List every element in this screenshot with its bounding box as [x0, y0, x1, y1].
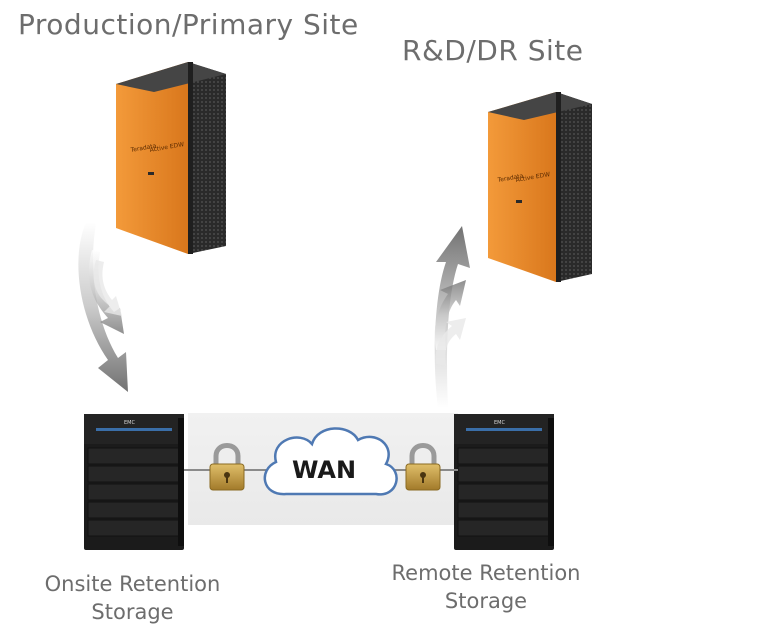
onsite-storage-label: Onsite Retention Storage: [20, 570, 245, 626]
onsite-storage-rack-icon: EMC: [84, 414, 184, 550]
left-padlock-icon: [209, 443, 245, 491]
primary-server-icon: Teradata Active EDW: [116, 62, 226, 254]
backup-arrow-down-icon: [78, 222, 128, 392]
dr-server-brand: Teradata: [496, 173, 524, 185]
primary-site-title: Production/Primary Site: [18, 8, 359, 41]
remote-rack-brand: EMC: [494, 420, 505, 426]
wan-cloud-icon: WAN: [263, 427, 398, 496]
remote-storage-label: Remote Retention Storage: [372, 559, 600, 615]
remote-label-line1: Remote Retention: [391, 561, 581, 585]
dr-server-icon: Teradata Active EDW: [488, 92, 592, 282]
replication-arrow-up-icon: [434, 226, 470, 408]
primary-server-brand: Teradata: [129, 143, 157, 155]
onsite-label-line2: Storage: [91, 600, 174, 624]
wan-label: WAN: [292, 456, 356, 484]
right-padlock-icon: [405, 443, 441, 491]
onsite-rack-brand: EMC: [124, 420, 135, 426]
remote-storage-rack-icon: EMC: [454, 414, 554, 550]
remote-label-line2: Storage: [444, 589, 528, 613]
onsite-label-line1: Onsite Retention: [44, 572, 221, 596]
dr-site-title: R&D/DR Site: [402, 34, 584, 67]
